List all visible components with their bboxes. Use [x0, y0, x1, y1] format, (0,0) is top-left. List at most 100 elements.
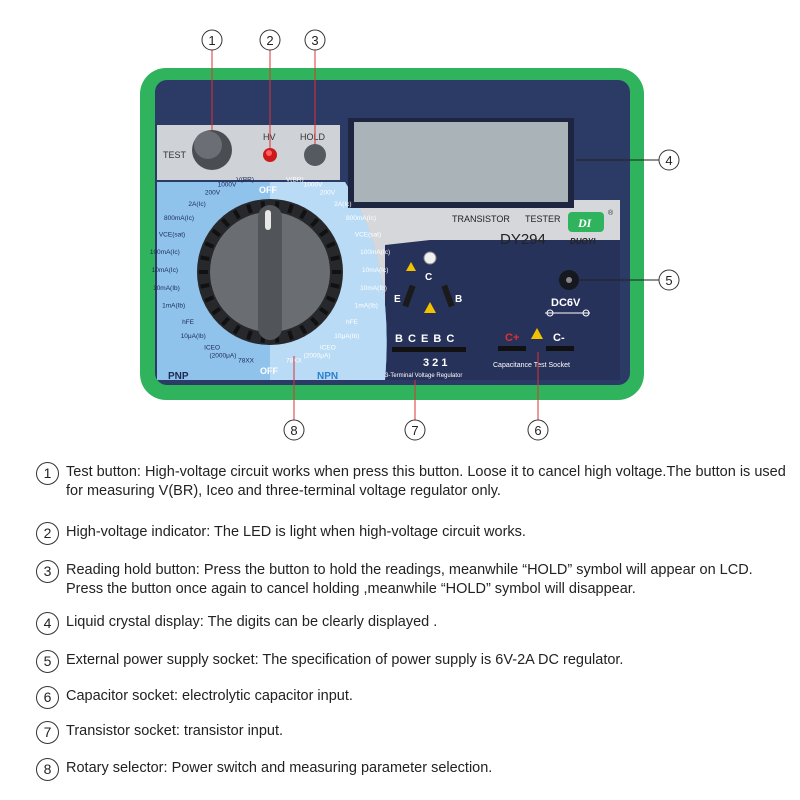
cap-socket-plus[interactable]: [498, 346, 526, 351]
description-number: 7: [36, 721, 59, 744]
dial-range-label: ICEO: [320, 344, 336, 351]
title-left: TRANSISTOR: [452, 214, 510, 224]
dial-range-label: 10mA(Ib): [153, 285, 180, 292]
transistor-socket-strip[interactable]: [392, 347, 466, 352]
brand-label: DUOYI: [570, 237, 596, 246]
dial-knob[interactable]: [258, 205, 282, 340]
callout-number: 5: [665, 273, 672, 288]
dial-tick: [299, 324, 308, 335]
callout-number: 3: [311, 33, 318, 48]
hold-button[interactable]: [304, 144, 326, 166]
description-number: 5: [36, 650, 59, 673]
pnp-label: PNP: [168, 371, 189, 382]
callout-circle: [658, 149, 680, 171]
dial-tick: [246, 203, 253, 214]
description-text: Rotary selector: Power switch and measur…: [66, 760, 493, 776]
dial-tick: [204, 241, 215, 249]
dial-tick: [200, 255, 210, 262]
dial-range-label: (2000μA): [304, 353, 331, 360]
socket-c-label: C: [425, 272, 432, 283]
callout-circle: [527, 419, 549, 441]
dial-tick: [211, 306, 222, 316]
dial-tick: [330, 255, 340, 262]
dial-range-label: 2A(Ic): [334, 201, 351, 208]
dial-range-label: 10μA(Ib): [334, 333, 359, 340]
callout-circle: [658, 269, 680, 291]
dial-range-label: hFE: [182, 319, 195, 326]
title-right: TESTER: [525, 214, 561, 224]
description-text: Transistor socket: transistor input.: [66, 723, 284, 739]
socket-b-slot[interactable]: [441, 284, 455, 308]
dial-range-label: VCE(sat): [159, 231, 185, 238]
callout-number: 1: [208, 33, 215, 48]
description-number: 3: [36, 560, 59, 583]
dial-tick: [211, 228, 222, 238]
dial-tick: [232, 209, 241, 220]
transistor-pins: B C E B C: [395, 333, 455, 345]
regulator-pins: 3 2 1: [423, 357, 447, 369]
dial-tick: [287, 203, 294, 214]
cap-warning-icon: [531, 328, 543, 339]
dial-range-label: 100mA(Ic): [150, 249, 180, 256]
callout-circle: [404, 419, 426, 441]
socket-c-pin[interactable]: [423, 251, 437, 265]
dial-range-label: (2000μA): [210, 353, 237, 360]
dial-range-label: hFE: [346, 319, 359, 326]
callout-number: 7: [411, 423, 418, 438]
dial-tick: [318, 228, 329, 238]
description-text: External power supply socket: The specif…: [66, 652, 624, 668]
dial-range-label: 200V: [320, 190, 336, 197]
npn-dial-labels: V(BR)1000V200V2A(Ic)800mA(Ic)VCE(sat)100…: [286, 176, 390, 364]
warning-icon-small: [406, 262, 416, 271]
registered-mark: ®: [608, 209, 614, 217]
description-text: Liquid crystal display: The digits can b…: [66, 614, 438, 630]
dial-range-label: 1mA(Ib): [162, 303, 185, 310]
dial-tick: [330, 282, 340, 289]
cap-plus-label: C+: [505, 332, 519, 344]
dial-range-label: VCE(sat): [355, 231, 381, 238]
cap-socket-minus[interactable]: [546, 346, 574, 351]
dial-range-label: 1mA(Ib): [355, 303, 378, 310]
socket-e-slot[interactable]: [402, 284, 416, 308]
callout-circle: [259, 29, 281, 51]
dial-range-label: 100mA(Ic): [360, 249, 390, 256]
callout-circle: [304, 29, 326, 51]
off-label-top: OFF: [259, 185, 277, 195]
dial-range-label: 200V: [205, 190, 221, 197]
description-number: 4: [36, 612, 59, 635]
description-text: Test button: High-voltage circuit works …: [66, 464, 786, 499]
callout-number: 2: [266, 33, 273, 48]
dial-range-label: ICEO: [204, 344, 220, 351]
description-text: Reading hold button: Press the button to…: [66, 562, 753, 597]
dial-tick: [325, 241, 336, 249]
dial-range-label: 2A(Ic): [188, 201, 205, 208]
dial-tick: [221, 217, 231, 228]
dial-tick: [221, 316, 231, 327]
callout-circle: [201, 29, 223, 51]
callout-number: 8: [290, 423, 297, 438]
dial-tick: [246, 330, 253, 341]
dial-range-label: 10μA(Ib): [181, 333, 206, 340]
dial-range-label: V(BR): [236, 176, 254, 183]
dial-range-label: 1000V: [304, 181, 323, 188]
dial-tick: [299, 209, 308, 220]
description-number: 6: [36, 686, 59, 709]
dial-range-label: 10mA(Ic): [152, 267, 178, 274]
callout-number: 6: [534, 423, 541, 438]
regulator-label: 3-Terminal Voltage Regulator: [385, 373, 462, 379]
lcd-screen: [354, 122, 568, 202]
dial-range-label: 10mA(Ib): [360, 285, 387, 292]
callout-circle: [283, 419, 305, 441]
brand-logo: [568, 212, 604, 232]
dial-range-label: 800mA(Ic): [164, 215, 194, 222]
dial-tick: [309, 316, 319, 327]
dial-range-label: 1000V: [218, 181, 237, 188]
test-label: TEST: [163, 150, 187, 160]
dial-tick: [325, 295, 336, 303]
dial-range-label: 10mA(Ic): [362, 267, 388, 274]
description-text: Capacitor socket: electrolytic capacitor…: [66, 688, 353, 704]
dial-range-label: V(BR): [286, 176, 304, 183]
dial-tick: [287, 330, 294, 341]
hold-label: HOLD: [300, 132, 326, 142]
